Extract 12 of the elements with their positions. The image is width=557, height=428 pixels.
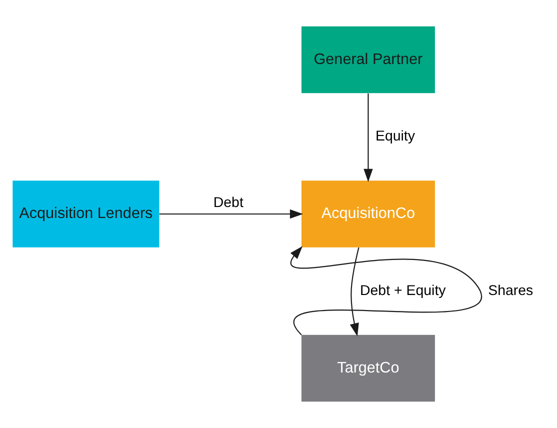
node-box: Acquisition Lenders (12, 180, 160, 248)
node-box: General Partner (301, 26, 435, 94)
node-box: TargetCo (301, 334, 435, 402)
edge-label: Equity (375, 128, 415, 145)
arrow (350, 247, 360, 336)
edge-label: Shares (488, 282, 534, 299)
arrow (364, 93, 373, 182)
edge-label: Debt (213, 194, 244, 211)
arrow (159, 209, 304, 219)
arrow (290, 246, 482, 336)
node-box: AcquisitionCo (301, 180, 435, 248)
edge-label: Debt + Equity (360, 282, 446, 299)
